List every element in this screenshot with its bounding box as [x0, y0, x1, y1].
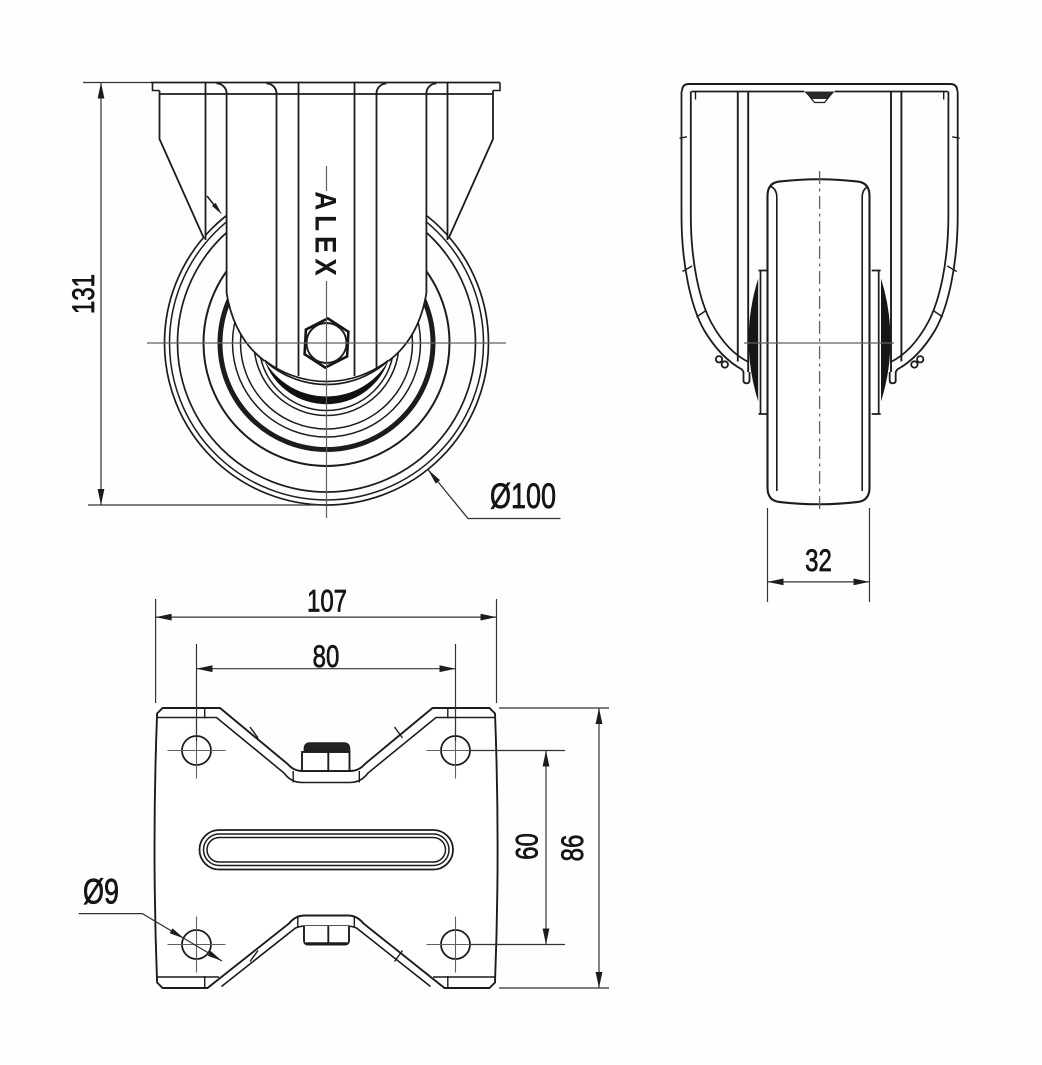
svg-text:32: 32: [805, 543, 832, 578]
svg-text:Ø100: Ø100: [490, 477, 556, 516]
svg-text:107: 107: [307, 584, 347, 619]
svg-text:131: 131: [66, 274, 101, 314]
svg-text:60: 60: [510, 833, 545, 860]
svg-text:ALEX: ALEX: [309, 191, 342, 280]
svg-text:86: 86: [555, 835, 590, 862]
svg-text:80: 80: [313, 639, 340, 674]
svg-text:Ø9: Ø9: [83, 872, 119, 911]
